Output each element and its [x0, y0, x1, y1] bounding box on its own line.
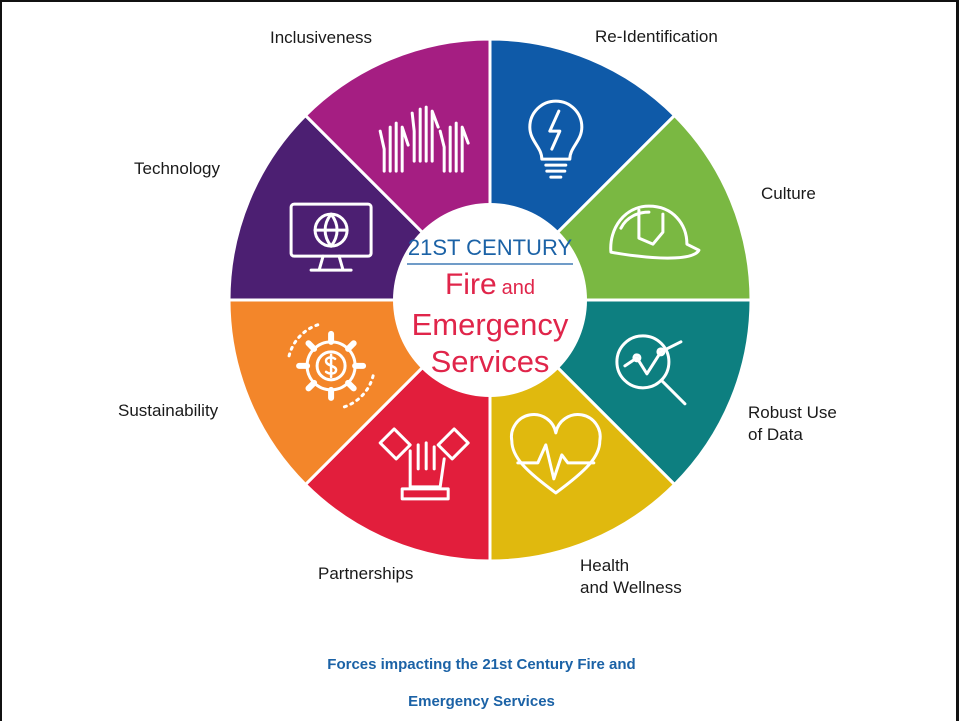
label-robust-use-of-data: Robust Use of Data — [748, 402, 837, 446]
label-re-identification: Re-Identification — [595, 27, 718, 46]
center-fire-word: Fire — [445, 268, 497, 301]
caption-line1: Forces impacting the 21st Century Fire a… — [327, 656, 636, 673]
center-title-century: 21ST CENTURY — [408, 235, 573, 260]
center-title-emergency: Emergency — [412, 307, 569, 342]
icons-layer — [287, 99, 701, 501]
label-technology: Technology — [134, 159, 221, 178]
center-hub — [393, 203, 587, 397]
center-title-services: Services — [431, 344, 550, 379]
label-health-line2: and Wellness — [580, 578, 682, 597]
gear-dollar-icon — [287, 322, 375, 410]
label-culture: Culture — [761, 184, 816, 203]
firefighter-helmet-icon — [609, 204, 701, 260]
lightbulb-icon — [528, 99, 584, 179]
center-and-word: and — [502, 277, 535, 299]
label-health-line1: Health — [580, 556, 630, 575]
label-sustainability: Sustainability — [118, 401, 219, 420]
magnifier-chart-icon — [615, 334, 687, 406]
label-inclusiveness: Inclusiveness — [270, 28, 373, 47]
label-robust-line2: of Data — [748, 425, 803, 444]
segments-layer — [227, 37, 753, 563]
label-health-and-wellness: Health and Wellness — [580, 555, 682, 599]
stacked-hands-icon — [378, 427, 470, 501]
label-robust-line1: Robust Use — [748, 403, 837, 422]
raised-hands-icon — [378, 105, 470, 173]
caption-line2: Emergency Services — [408, 693, 555, 710]
heartbeat-icon — [509, 413, 602, 495]
label-partnerships: Partnerships — [318, 564, 414, 583]
monitor-globe-icon — [289, 202, 373, 272]
